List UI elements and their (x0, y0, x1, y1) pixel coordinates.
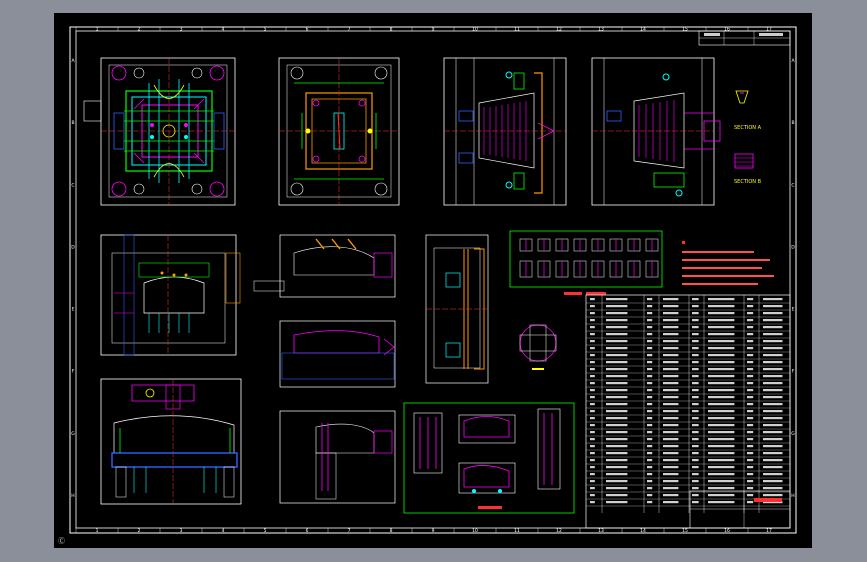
column-tick-bottom: 17 (766, 528, 772, 534)
column-tick-top: 12 (556, 27, 562, 33)
detail-section-a: SECTION A (734, 90, 762, 131)
column-tick-top: 6 (306, 27, 309, 33)
column-tick-bottom: 4 (222, 528, 225, 534)
view-core-plan (83, 57, 236, 206)
row-tick-left: H (71, 493, 74, 499)
column-tick-top: 15 (682, 27, 688, 33)
column-tick-bottom: 1 (96, 528, 99, 534)
row-tick-right: B (791, 120, 794, 126)
column-tick-top: 7 (348, 27, 351, 33)
view-front-section-upper (100, 234, 241, 356)
mold-assembly-drawing: SECTION A SECTION B (69, 26, 797, 534)
outer-border (69, 26, 797, 534)
row-tick-left: E (72, 307, 75, 313)
row-tick-right: F (792, 369, 795, 375)
row-tick-left: F (72, 369, 75, 375)
column-tick-top: 8 (390, 27, 393, 33)
top-title-block (698, 30, 791, 46)
view-section-b (591, 57, 721, 206)
column-tick-bottom: 11 (514, 528, 520, 534)
column-tick-bottom: 7 (348, 528, 351, 534)
technical-notes (682, 241, 774, 285)
view-slider-2 (279, 320, 396, 388)
row-ticks-right: A B C D E F G H (791, 58, 795, 499)
row-tick-left: B (71, 120, 74, 126)
detail-section-b: SECTION B (734, 153, 762, 185)
row-tick-right: H (791, 493, 794, 499)
column-tick-top: 14 (640, 27, 646, 33)
column-tick-bottom: 8 (390, 528, 393, 534)
column-tick-top: 5 (264, 27, 267, 33)
row-tick-left: C (71, 182, 74, 188)
view-insert-details (509, 230, 663, 295)
column-tick-bottom: 6 (306, 528, 309, 534)
column-tick-top: 11 (514, 27, 520, 33)
cad-drawing-sheet: SECTION A SECTION B (54, 13, 812, 548)
row-tick-right: A (791, 58, 795, 64)
view-section-a (443, 57, 567, 206)
view-slider-3 (279, 410, 396, 504)
section-b-label: SECTION B (734, 179, 762, 185)
column-tick-top: 16 (724, 27, 730, 33)
column-tick-bottom: 5 (264, 528, 267, 534)
column-tick-top: 10 (472, 27, 478, 33)
column-tick-top: 17 (766, 27, 772, 33)
column-tick-bottom: 15 (682, 528, 688, 534)
view-side-section (425, 234, 489, 384)
row-tick-left: G (71, 431, 75, 437)
column-tick-bottom: 14 (640, 528, 646, 534)
corner-label: Ⓒ (58, 537, 65, 545)
row-ticks-left: A B C D E F G H (71, 58, 75, 499)
row-tick-left: D (71, 244, 75, 250)
column-tick-top: 9 (432, 27, 435, 33)
column-tick-top: 2 (138, 27, 141, 33)
view-cavity-plan (278, 57, 400, 206)
column-tick-top: 4 (222, 27, 225, 33)
column-tick-bottom: 3 (180, 528, 183, 534)
column-tick-bottom: 2 (138, 528, 141, 534)
view-slider-assembly (403, 402, 575, 514)
column-tick-bottom: 12 (556, 528, 562, 534)
row-tick-left: A (71, 58, 75, 64)
column-tick-bottom: 16 (724, 528, 730, 534)
column-tick-top: 1 (96, 27, 99, 33)
column-tick-top: 13 (598, 27, 604, 33)
view-slider-1 (253, 234, 396, 298)
column-tick-bottom: 13 (598, 528, 604, 534)
row-tick-right: C (791, 182, 794, 188)
row-tick-right: G (791, 431, 795, 437)
row-tick-right: E (792, 307, 795, 313)
inner-border (75, 30, 791, 529)
section-a-label: SECTION A (734, 125, 762, 131)
view-front-section-lower (100, 378, 242, 505)
column-tick-bottom: 10 (472, 528, 478, 534)
column-tick-bottom: 9 (432, 528, 435, 534)
view-round-insert (519, 324, 557, 370)
row-tick-right: D (791, 244, 795, 250)
bill-of-materials-table (585, 294, 791, 529)
column-tick-top: 3 (180, 27, 183, 33)
